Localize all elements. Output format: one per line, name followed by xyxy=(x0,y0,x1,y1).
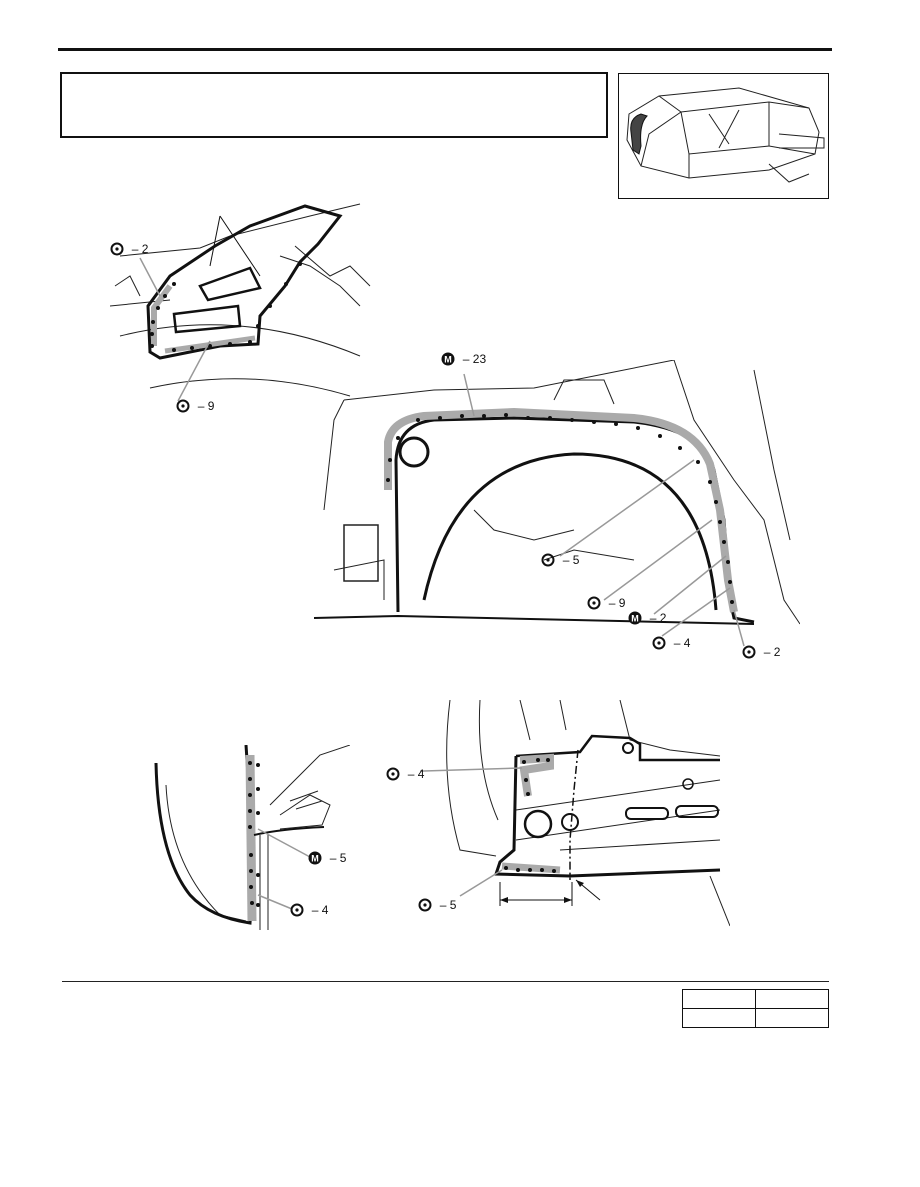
panel-opening xyxy=(198,266,262,302)
top-left-detail-drawing xyxy=(110,203,371,402)
callout-number: 4 xyxy=(683,636,691,650)
spot-weld-icon xyxy=(176,399,190,413)
mig-letter: M xyxy=(311,854,319,864)
panel-opening xyxy=(172,304,242,334)
weld-band xyxy=(151,284,173,346)
callout-number: 2 xyxy=(773,645,781,659)
header-rule xyxy=(58,48,832,51)
rear-panel-outline xyxy=(146,204,343,360)
spot-weld-icon xyxy=(742,645,756,659)
callout-number: 23 xyxy=(472,352,487,366)
callout-spot-5: – 5 xyxy=(418,898,456,917)
callout-spot-5: – 5 xyxy=(541,553,579,572)
callout-mig-5: M – 5 xyxy=(308,851,346,870)
weld-band xyxy=(384,407,738,613)
inner-arch-outline xyxy=(422,452,718,611)
mig-weld-icon: M xyxy=(441,352,455,366)
weld-band xyxy=(501,862,561,874)
mig-weld-icon: M xyxy=(628,611,642,625)
callout-spot-4: – 4 xyxy=(386,767,424,786)
callout-spot-2: – 2 xyxy=(110,242,148,261)
callout-number: 4 xyxy=(321,903,329,917)
table-row xyxy=(682,989,829,1009)
body-shell-drawing xyxy=(626,87,825,183)
spot-weld-icon xyxy=(386,767,400,781)
body-shell-thumbnail xyxy=(618,73,829,199)
mig-letter: M xyxy=(444,355,452,365)
callout-mig-23: M – 23 xyxy=(441,352,486,371)
callout-spot-9: – 9 xyxy=(176,399,214,418)
panel-outline xyxy=(493,755,721,878)
callout-number: 9 xyxy=(207,399,215,413)
callout-number: 5 xyxy=(339,851,347,865)
spot-weld-icon xyxy=(541,553,555,567)
spot-weld-icon xyxy=(110,242,124,256)
table-cell xyxy=(682,1008,756,1028)
wheel-house-drawing xyxy=(314,360,800,647)
title-box xyxy=(60,72,608,138)
table-cell xyxy=(755,1008,829,1028)
mig-letter: M xyxy=(631,614,639,624)
callout-spot-9: – 9 xyxy=(587,596,625,615)
spot-weld-icon xyxy=(290,903,304,917)
callout-number: 2 xyxy=(659,611,667,625)
callout-number: 5 xyxy=(572,553,580,567)
callout-spot-4: – 4 xyxy=(652,636,690,655)
info-table xyxy=(682,989,829,1028)
weld-band xyxy=(164,335,256,354)
spot-weld-icon xyxy=(652,636,666,650)
bottom-right-detail-drawing xyxy=(420,700,730,927)
callout-mig-2: M – 2 xyxy=(628,611,666,630)
table-row xyxy=(682,1008,829,1028)
bottom-left-detail-drawing xyxy=(154,745,350,930)
table-cell xyxy=(755,989,829,1009)
callout-number: 9 xyxy=(618,596,626,610)
callout-number: 4 xyxy=(417,767,425,781)
highlight-area xyxy=(630,113,648,155)
panel-outline xyxy=(154,745,256,925)
callout-spot-2: – 2 xyxy=(742,645,780,664)
callout-number: 2 xyxy=(141,242,149,256)
weld-band xyxy=(245,754,257,922)
footer-rule xyxy=(62,981,829,982)
spot-weld-icon xyxy=(418,898,432,912)
callout-number: 5 xyxy=(449,898,457,912)
spot-weld-icon xyxy=(587,596,601,610)
callout-spot-4: – 4 xyxy=(290,903,328,922)
table-cell xyxy=(682,989,756,1009)
mig-weld-icon: M xyxy=(308,851,322,865)
